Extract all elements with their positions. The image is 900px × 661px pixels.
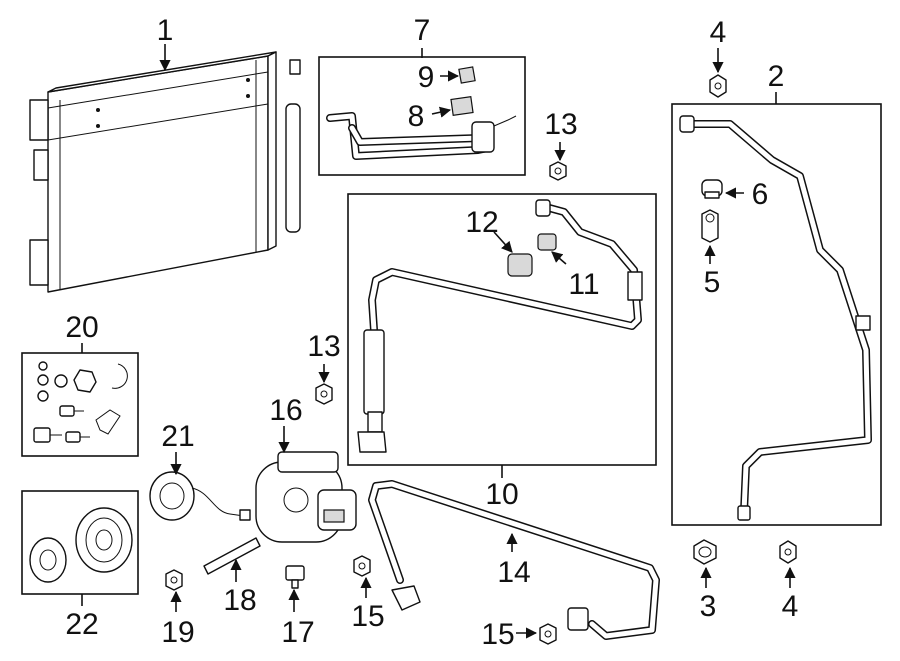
grommet-3 [693,539,717,565]
callout-20: 20 [65,311,98,344]
nut-4-top [709,74,727,98]
leader-11 [551,251,567,265]
callout-15-upper: 15 [351,600,384,633]
callout-21: 21 [161,420,194,453]
leader-12 [493,231,513,253]
callout-18: 18 [223,584,256,617]
callout-11: 11 [568,268,599,301]
callout-19: 19 [161,616,194,649]
nut-15-upper [353,555,371,577]
callout-3: 3 [700,590,717,623]
nut-19 [165,569,183,591]
cap-12 [507,253,533,277]
fitting-5 [701,209,719,243]
callout-1: 1 [157,14,174,47]
discharge-line-14 [368,480,660,640]
hose-assembly-7 [326,66,517,160]
callout-7: 7 [414,14,431,47]
compressor-16 [255,451,357,543]
callout-4-top: 4 [710,16,727,49]
callout-22: 22 [65,608,98,641]
condenser [29,51,301,293]
callout-16: 16 [269,394,302,427]
callout-4-bottom: 4 [782,590,799,623]
cap-11 [537,233,557,251]
callout-15-lower: 15 [481,618,514,651]
nut-15-lower [539,623,557,645]
nut-13-lower [315,383,333,405]
suction-hose-10 [357,199,643,453]
callout-12: 12 [465,206,498,239]
part-20-box [21,352,139,457]
callout-13-lower: 13 [307,330,340,363]
leader-8 [431,106,452,118]
callout-13-upper: 13 [544,108,577,141]
nut-4-bottom [779,540,797,564]
part-10-box [347,193,657,466]
callout-5: 5 [704,266,721,299]
clutch-coil-21 [149,471,251,521]
clutch-pulley-22 [29,507,133,583]
callout-10: 10 [485,478,518,511]
hardware-kit-20 [33,361,128,443]
callout-6: 6 [752,178,769,211]
stud-18 [203,537,261,575]
fitting-6 [701,179,723,199]
callout-17: 17 [281,616,314,649]
callout-8: 8 [408,100,425,133]
callout-9: 9 [418,61,435,94]
liquid-line-2 [679,115,872,521]
part-22-box [21,490,139,595]
callout-14: 14 [497,556,530,589]
bolt-17 [285,565,305,589]
callout-2: 2 [768,60,785,93]
nut-13-upper [549,161,567,181]
